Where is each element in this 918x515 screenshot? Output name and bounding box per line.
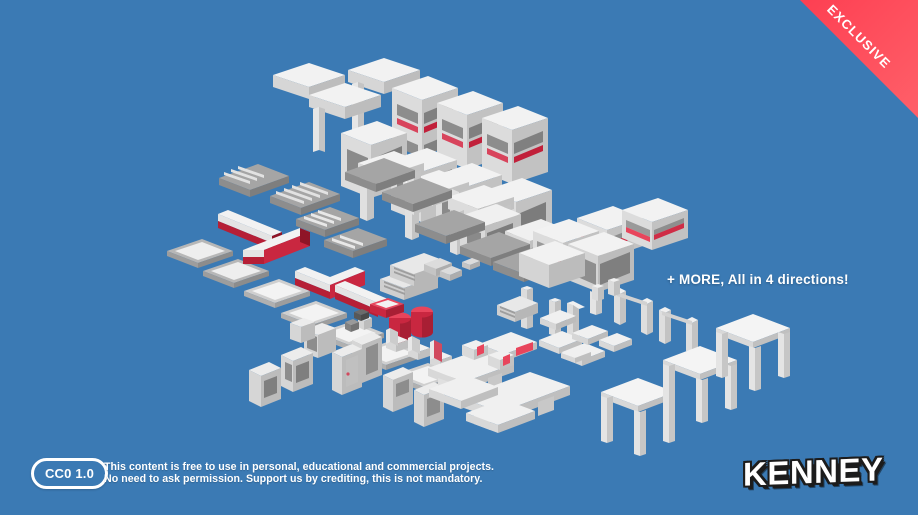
asset-vent-small bbox=[462, 258, 480, 270]
license-badge: CC0 1.0 bbox=[31, 458, 108, 489]
asset-awning bbox=[348, 58, 420, 130]
asset-floor-tile bbox=[382, 178, 452, 212]
asset-tile-plain bbox=[561, 347, 591, 363]
asset-stairs bbox=[296, 207, 359, 237]
asset-door-window bbox=[383, 367, 413, 412]
license-text: This content is free to use in personal,… bbox=[104, 461, 494, 486]
license-line-2: No need to ask permission. Support us by… bbox=[104, 473, 483, 486]
asset-railing-arch bbox=[614, 288, 653, 335]
asset-door bbox=[332, 344, 362, 395]
asset-seat-row bbox=[488, 350, 514, 370]
asset-beam-small bbox=[592, 284, 604, 301]
asset-chair bbox=[386, 328, 408, 352]
asset-wall-window bbox=[249, 362, 281, 407]
asset-floor-tile-white bbox=[203, 259, 269, 288]
asset-floor-tile bbox=[415, 210, 485, 244]
asset-counter bbox=[519, 241, 585, 288]
asset-floor-tile bbox=[345, 158, 415, 192]
asset-railing-arch bbox=[659, 307, 698, 354]
ribbon-triangle bbox=[800, 0, 918, 118]
asset-stairs-corner bbox=[324, 228, 387, 258]
asset-chair bbox=[408, 336, 430, 360]
asset-floor-tile bbox=[219, 164, 289, 197]
asset-table-small bbox=[539, 331, 582, 354]
asset-panel bbox=[540, 310, 576, 330]
asset-box-red bbox=[370, 298, 404, 318]
asset-floor-tile-white bbox=[167, 239, 233, 268]
asset-beam-small bbox=[608, 278, 620, 296]
asset-barrel-red bbox=[411, 306, 433, 338]
asset-beam bbox=[309, 83, 381, 152]
asset-frame-cube bbox=[716, 314, 790, 391]
asset-tile-stack bbox=[429, 375, 498, 409]
asset-vent bbox=[440, 266, 462, 281]
asset-crate bbox=[354, 309, 369, 321]
asset-curb-corner-red bbox=[243, 228, 310, 264]
kenney-logo: KENNEY bbox=[743, 450, 884, 493]
asset-curb-red bbox=[335, 281, 388, 317]
asset-grille bbox=[497, 296, 538, 322]
asset-tile-plain bbox=[599, 333, 632, 352]
asset-sign bbox=[345, 319, 359, 332]
asset-panel bbox=[572, 325, 608, 345]
asset-counter-corner-red bbox=[622, 198, 688, 250]
asset-floor-tile-white bbox=[244, 279, 310, 308]
asset-seat-row bbox=[462, 340, 488, 360]
asset-tile-stack bbox=[466, 399, 535, 433]
asset-shutter bbox=[390, 253, 448, 286]
more-callout: + MORE, All in 4 directions! bbox=[667, 272, 849, 287]
exclusive-ribbon: EXCLUSIVE bbox=[800, 0, 918, 118]
license-line-1: This content is free to use in personal,… bbox=[104, 461, 495, 473]
asset-floor-tile bbox=[270, 182, 340, 215]
asset-cabinet bbox=[290, 318, 315, 343]
asset-wall-panel-red bbox=[482, 106, 548, 184]
asset-curb-red bbox=[218, 210, 282, 250]
asset-wall-window bbox=[281, 347, 313, 392]
